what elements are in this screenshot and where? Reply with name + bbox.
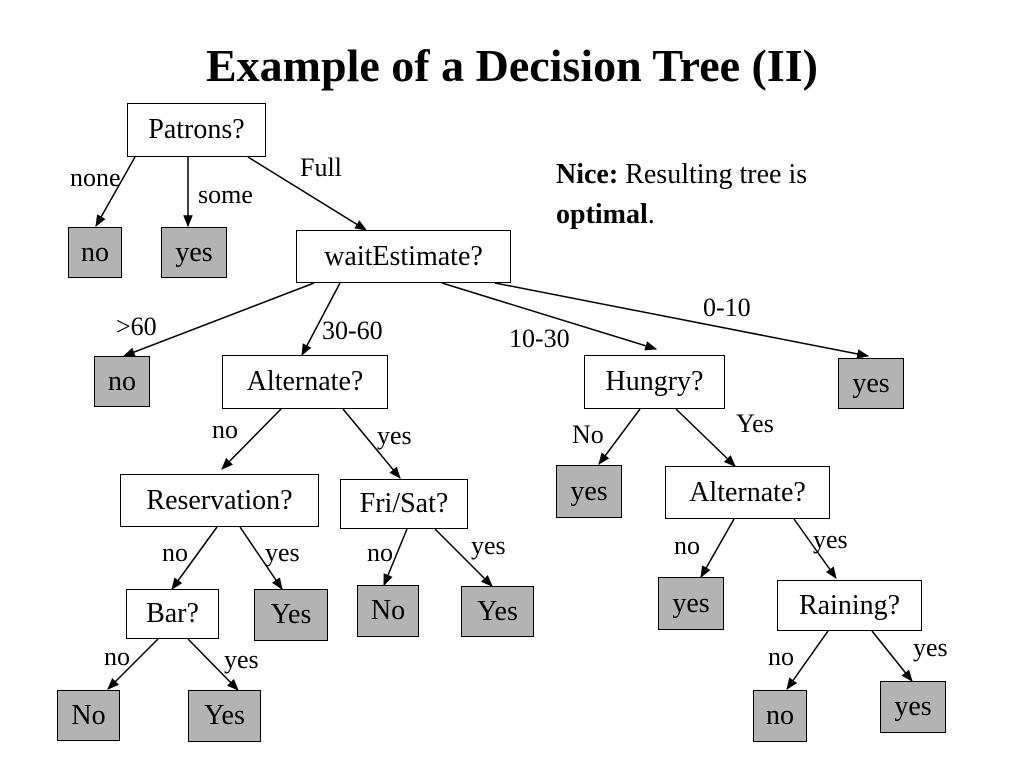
label-wait-10-30: 10-30 [509,324,570,353]
edge-wait-10-30 [441,282,658,351]
label-bar-no: no [104,642,130,671]
edge-patrons-none [95,156,136,228]
label-raining-no: no [768,642,794,671]
leaf-yes-1: yes [161,227,227,278]
edge-wait-30-60 [301,282,341,357]
label-hungry-no: No [572,420,604,449]
slide-title: Example of a Decision Tree (II) [206,40,818,91]
edge-patrons-full [247,156,368,231]
label-bar-yes: yes [224,645,259,674]
node-raining: Raining? [777,580,922,631]
node-hungry: Hungry? [584,355,725,409]
edge-alt2-no [700,518,735,579]
label-patrons-none: none [70,163,121,192]
label-reserv-no: no [162,538,188,567]
optimal-note: Nice: Resulting tree is optimal. [556,155,886,235]
edge-alt2-yes [793,518,837,579]
edge-hungry-no [598,408,641,465]
leaf-no-2: no [94,356,150,407]
label-patrons-some: some [198,180,253,209]
leaf-no-8: no [753,690,807,742]
leaf-yes-2: yes [838,358,904,409]
leaf-yes-7: Yes [188,690,261,742]
note-text-b: . [647,199,655,230]
leaf-no-5: No [357,585,419,637]
note-emphasis: optimal [556,199,648,230]
leaf-yes-6: yes [658,577,724,630]
edge-frisat-yes [434,528,493,587]
leaf-yes-5: Yes [461,586,534,637]
edge-wait-0-10 [494,282,870,359]
label-reserv-yes: yes [265,538,300,567]
label-raining-yes: yes [913,633,948,662]
label-wait-30-60: 30-60 [322,316,383,345]
note-text-a: Resulting tree is [618,159,808,190]
label-frisat-no: no [367,538,393,567]
node-reservation: Reservation? [120,474,319,527]
edge-reserv-no [171,526,218,590]
node-alternate-1: Alternate? [222,355,388,409]
edge-raining-no [786,630,829,690]
edge-frisat-no [383,528,408,587]
leaf-yes-8: yes [880,681,946,733]
edge-reserv-yes [239,526,283,590]
label-alt2-no: no [674,531,700,560]
node-patrons: Patrons? [127,103,266,157]
node-fri-sat: Fri/Sat? [340,479,468,529]
edge-wait-gt60 [122,282,315,357]
label-wait-gt60: >60 [116,312,157,341]
node-alternate-2: Alternate? [665,466,830,519]
leaf-yes-4: Yes [254,589,328,641]
edge-bar-no [107,638,159,690]
label-wait-0-10: 0-10 [703,293,751,322]
note-label: Nice: [556,159,619,190]
label-alt1-yes: yes [377,421,412,450]
node-wait-estimate: waitEstimate? [296,230,511,283]
label-alt1-no: no [212,415,238,444]
label-hungry-yes: Yes [736,409,774,438]
label-frisat-yes: yes [471,531,506,560]
label-alt2-yes: yes [813,525,848,554]
leaf-no-7: No [57,690,120,741]
edge-raining-yes [871,630,913,682]
node-bar: Bar? [126,589,219,639]
leaf-no-1: no [68,227,122,278]
edge-alt1-no [221,408,282,470]
label-patrons-full: Full [300,153,342,182]
edge-bar-yes [187,638,239,691]
edge-hungry-yes [675,408,736,467]
leaf-yes-3: yes [556,465,622,518]
edge-alt1-yes [342,408,401,479]
